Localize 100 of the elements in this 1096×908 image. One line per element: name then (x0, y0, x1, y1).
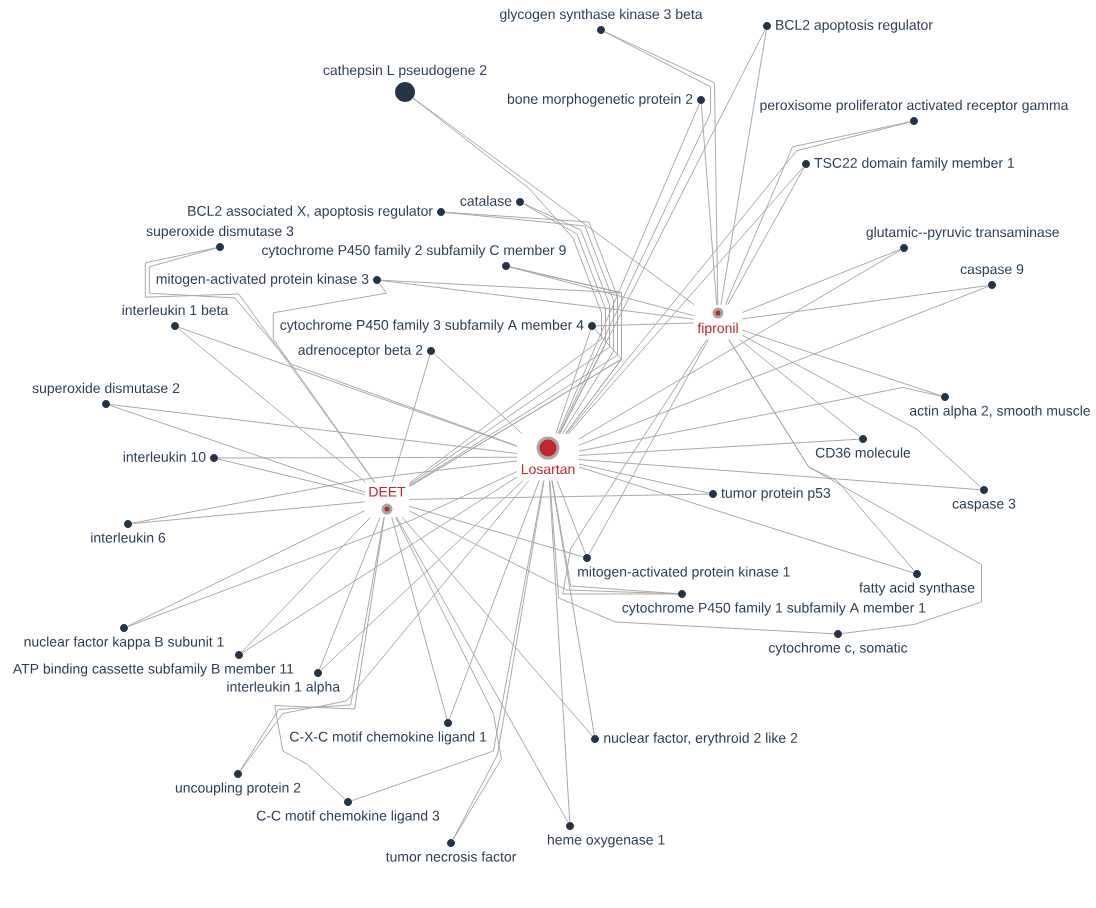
edge-line (578, 463, 710, 494)
node-label: actin alpha 2, smooth muscle (909, 405, 1090, 419)
edge-line (739, 339, 861, 437)
node-label: CD36 molecule (815, 447, 911, 458)
edge-line (578, 466, 914, 574)
edge-line (741, 329, 942, 397)
edge-line (391, 354, 431, 483)
node-label: tumor protein p53 (721, 487, 831, 501)
node-label: ATP binding cassette subfamily B member 11 (12, 663, 294, 677)
node-label: peroxisome proliferator activated receptor gamma (760, 99, 1069, 113)
node-label: interleukin 10 (123, 451, 206, 462)
edge-line (395, 516, 502, 840)
node-label: TSC22 domain family member 1 (814, 157, 1015, 171)
edge-line (449, 480, 540, 720)
edge-line (724, 121, 911, 306)
node-label: caspase 3 (952, 498, 1016, 512)
edge-line (741, 249, 901, 313)
edge-line (604, 31, 719, 306)
edge-line (396, 516, 569, 823)
edge-line (557, 103, 700, 435)
edge-line (391, 516, 448, 720)
edge-line (239, 516, 385, 771)
edge-line (728, 339, 982, 634)
edge-line (568, 166, 804, 435)
edge-line (319, 516, 381, 670)
edge-line (131, 501, 366, 525)
edge-line (741, 334, 982, 488)
edge-line (412, 97, 695, 306)
edge-line (578, 438, 860, 456)
edge-line (127, 471, 518, 627)
edge-line (217, 458, 366, 495)
edge-line (131, 460, 518, 524)
edge-line (578, 286, 989, 446)
node-label: BCL2 apoptosis regulator (776, 19, 933, 33)
edge-line (351, 480, 545, 802)
edge-line (177, 328, 367, 483)
edge-line (556, 480, 586, 555)
edge-line (523, 203, 606, 435)
node-label: cathepsin L pseudogene 2 (323, 64, 487, 78)
node-label: tumor necrosis factor (385, 851, 517, 862)
edge-line (178, 326, 518, 447)
node-label: interleukin 6 (91, 532, 166, 543)
node-label: C-X-C motif chemokine ligand 1 (290, 731, 487, 745)
edge-line (558, 31, 711, 435)
edge-line (272, 282, 387, 483)
edge-line (578, 249, 901, 440)
edge-line (578, 387, 942, 452)
edge-line (127, 510, 366, 627)
node-label: mitogen-activated protein kinase 3 (156, 273, 369, 287)
edge-line (509, 266, 695, 317)
node-label: caspase 9 (960, 264, 1024, 277)
edge-line (727, 167, 805, 306)
edge-line (380, 280, 695, 320)
node-label: DEET (369, 486, 406, 497)
edge-line (588, 339, 709, 555)
node-label: cytochrome P450 family 3 subfamily A member 4 (280, 319, 584, 333)
edge-line (720, 29, 767, 306)
edge-line (401, 516, 593, 737)
edge-line (144, 247, 375, 483)
edge-line (578, 459, 981, 491)
edge-line (240, 480, 530, 772)
node-label: C-C motif chemokine ligand 3 (256, 810, 440, 824)
edge-line (274, 516, 385, 800)
edge-line (549, 480, 835, 635)
edge-line (595, 322, 695, 327)
edge-line (109, 404, 366, 493)
node-label: catalase (460, 195, 512, 206)
edge-line (555, 329, 592, 435)
node-label: heme oxygenase 1 (547, 834, 665, 848)
node-label: glutamic--pyruvic transaminase (866, 226, 1059, 240)
node-label: superoxide dismutase 3 (146, 225, 294, 239)
edge-line (433, 353, 523, 435)
node-label: Losartan (521, 464, 575, 475)
node-label: glycogen synthase kinase 3 beta (500, 8, 703, 22)
node-label: nuclear factor kappa B subunit 1 (24, 636, 224, 650)
edge-line (242, 476, 518, 654)
node-label: interleukin 1 alpha (227, 681, 341, 695)
node-label: cytochrome P450 family 1 subfamily A member 1 (622, 602, 926, 616)
node-label: mitogen-activated protein kinase 1 (578, 566, 790, 580)
edge-line (548, 480, 571, 823)
edge-line (562, 339, 708, 595)
edge-line (741, 285, 989, 320)
edge-line (551, 480, 595, 736)
node-label: fipronil (697, 322, 738, 336)
node-label: superoxide dismutase 2 (32, 382, 180, 396)
node-label: adrenoceptor beta 2 (298, 344, 423, 358)
node-label: bone morphogenetic protein 2 (507, 93, 693, 107)
node-label: fatty acid synthase (859, 582, 975, 596)
node-label: uncoupling protein 2 (175, 782, 301, 796)
edge-line (241, 516, 371, 653)
node-label: interleukin 1 beta (122, 304, 229, 316)
edge-line (408, 328, 622, 487)
node-label: nuclear factor, erythroid 2 like 2 (604, 732, 798, 746)
edge-line (408, 493, 710, 500)
node-label: BCL2 associated X, apoptosis regulator (188, 205, 433, 219)
edge-line (700, 103, 718, 306)
edge-line (109, 404, 518, 454)
edge-line (148, 247, 518, 447)
edge-line (452, 480, 545, 840)
node-label: cytochrome c, somatic (768, 642, 908, 656)
